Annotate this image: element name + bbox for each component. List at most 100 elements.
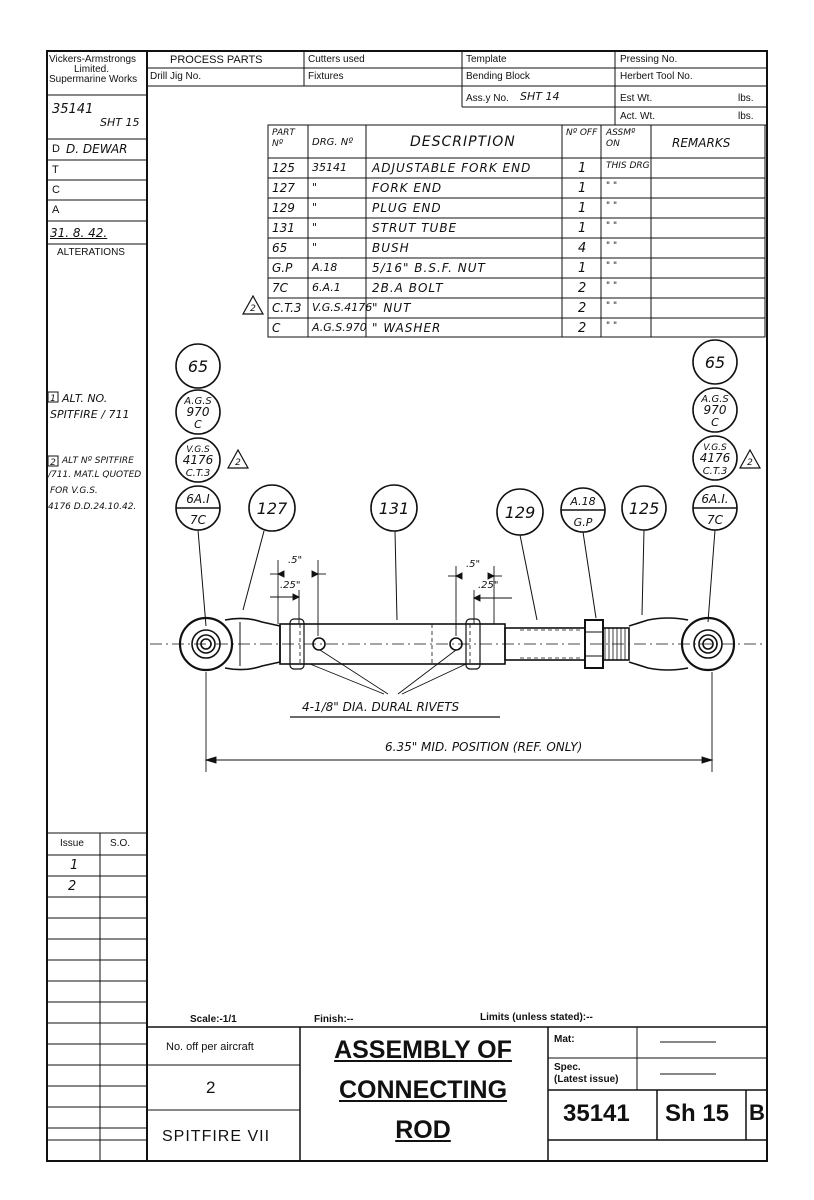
table-cell-part: 125 bbox=[272, 161, 295, 175]
header-act-lbs: lbs. bbox=[738, 111, 754, 122]
company-line-2: Limited. bbox=[74, 64, 110, 75]
signoff-label-d: D bbox=[52, 143, 60, 155]
header-est-wt: Est Wt. bbox=[620, 93, 653, 104]
footer-sheet: Sh 15 bbox=[665, 1100, 730, 1127]
table-cell-desc: PLUG END bbox=[372, 201, 442, 215]
alt-note-1-line-2: SPITFIRE / 711 bbox=[50, 408, 130, 421]
title-line-1: ASSEMBLY OF bbox=[334, 1036, 512, 1064]
balloon-a18-1: A.18 bbox=[569, 495, 595, 508]
table-header-drg: DRG. Nº bbox=[312, 137, 353, 148]
balloon-129: 129 bbox=[505, 503, 536, 522]
table-cell-assm: " " bbox=[606, 261, 618, 271]
table-cell-assm: " " bbox=[606, 301, 618, 311]
overall-length-note: 6.35" MID. POSITION (REF. ONLY) bbox=[385, 740, 583, 754]
issue-header: Issue bbox=[60, 838, 84, 849]
company-line-1: Vickers-Armstrongs bbox=[49, 54, 137, 65]
balloon-right-ags-1: A.G.S bbox=[700, 394, 729, 405]
dim-left-half-inch: .5" bbox=[288, 555, 303, 566]
balloon-left-vgs-2: 4176 bbox=[183, 453, 214, 467]
balloon-131: 131 bbox=[379, 499, 410, 518]
balloon-right-6a-2: 7C bbox=[707, 513, 724, 527]
table-cell-desc: ADJUSTABLE FORK END bbox=[372, 161, 532, 175]
footer-spec-latest: (Latest issue) bbox=[554, 1074, 619, 1085]
dim-right-half-inch: .5" bbox=[466, 559, 481, 570]
balloon-127: 127 bbox=[257, 499, 288, 518]
drawing-ref-sheet: SHT 15 bbox=[100, 116, 140, 129]
table-cell-desc: 5/16" B.S.F. NUT bbox=[372, 261, 486, 275]
table-cell-desc: 2B.A BOLT bbox=[372, 281, 444, 295]
balloon-right-ags-2: 970 bbox=[704, 403, 727, 417]
balloon-125: 125 bbox=[629, 499, 660, 518]
table-cell-off: 4 bbox=[578, 241, 587, 256]
alt-note-2-line-4: 4176 D.D.24.10.42. bbox=[48, 502, 137, 512]
table-cell-part: 65 bbox=[272, 241, 288, 255]
table-cell-part: 7C bbox=[272, 281, 289, 295]
table-cell-drg: " bbox=[312, 241, 318, 254]
header-drill-jig: Drill Jig No. bbox=[150, 71, 202, 82]
balloon-left-65: 65 bbox=[188, 357, 208, 376]
table-cell-assm: " " bbox=[606, 181, 618, 191]
table-cell-off: 1 bbox=[578, 161, 587, 176]
table-cell-desc: " WASHER bbox=[372, 321, 442, 335]
footer-aircraft: SPITFIRE VII bbox=[162, 1128, 271, 1145]
footer-finish: Finish:-- bbox=[314, 1014, 354, 1025]
footer-scale: Scale:-1/1 bbox=[190, 1014, 237, 1025]
title-line-3: ROD bbox=[395, 1116, 451, 1144]
alt-flag-table: 2 bbox=[250, 304, 256, 314]
table-cell-drg: " bbox=[312, 201, 318, 214]
alt-note-2-line-3: FOR V.G.S. bbox=[50, 486, 98, 496]
table-cell-desc: STRUT TUBE bbox=[372, 221, 458, 235]
table-cell-part: 131 bbox=[272, 221, 295, 235]
issue-1: 1 bbox=[70, 858, 79, 873]
so-header: S.O. bbox=[110, 838, 131, 849]
signoff-label-t: T bbox=[52, 164, 59, 176]
table-cell-drg: A.G.S.970 bbox=[312, 321, 367, 334]
balloon-left-ags-2: 970 bbox=[187, 405, 210, 419]
sheet-border bbox=[46, 50, 768, 1162]
footer-spec: Spec. bbox=[554, 1062, 581, 1073]
drawing-date: 31. 8. 42. bbox=[50, 226, 108, 240]
table-cell-assm: " " bbox=[606, 281, 618, 291]
rivets-note: 4-1/8" DIA. DURAL RIVETS bbox=[302, 700, 460, 714]
balloon-right-ags-3: C bbox=[711, 416, 719, 429]
table-cell-off: 1 bbox=[578, 201, 587, 216]
table-cell-part: 127 bbox=[272, 181, 295, 195]
table-cell-off: 1 bbox=[578, 261, 587, 276]
table-cell-assm: " " bbox=[606, 241, 618, 251]
title-line-2: CONNECTING bbox=[338, 1076, 508, 1104]
table-header-desc: DESCRIPTION bbox=[410, 134, 516, 150]
balloon-left-ags-1: A.G.S bbox=[183, 396, 212, 407]
balloon-left-6a-1: 6A.I bbox=[186, 492, 210, 506]
header-act-wt: Act. Wt. bbox=[620, 111, 655, 122]
drawing-ref-number: 35141 bbox=[52, 102, 94, 117]
table-cell-part: G.P bbox=[272, 261, 293, 275]
dim-left-quarter-inch: .25" bbox=[280, 580, 301, 591]
table-cell-off: 1 bbox=[578, 221, 587, 236]
table-header-assm: ASSMº ON bbox=[606, 128, 636, 149]
header-template: Template bbox=[466, 54, 507, 65]
dim-right-quarter-inch: .25" bbox=[478, 580, 499, 591]
signoff-label-a: A bbox=[52, 204, 60, 216]
balloon-right-6a-1: 6A.I. bbox=[701, 492, 728, 506]
balloon-right-65: 65 bbox=[705, 353, 725, 372]
table-cell-part: 129 bbox=[272, 201, 295, 215]
header-assy-value: SHT 14 bbox=[520, 90, 560, 103]
balloon-a18-2: G.P bbox=[574, 516, 593, 529]
footer-drawing-number: 35141 bbox=[563, 1100, 630, 1127]
balloon-left-ags-3: C bbox=[194, 418, 202, 431]
alt-note-1-marker: 1 bbox=[50, 394, 56, 404]
alt-flag-left-balloon: 2 bbox=[235, 458, 241, 468]
table-cell-off: 2 bbox=[578, 321, 587, 336]
table-cell-off: 2 bbox=[578, 281, 587, 296]
alt-note-2-marker: 2 bbox=[50, 458, 56, 468]
balloon-right-vgs-1: V.G.S bbox=[703, 443, 727, 453]
table-cell-drg: A.18 bbox=[312, 261, 338, 274]
table-cell-assm: " " bbox=[606, 201, 618, 211]
table-header-no-off: Nº OFF bbox=[566, 128, 598, 138]
balloon-left-vgs-1: V.G.S bbox=[186, 445, 210, 455]
header-assy-label: Ass.y No. bbox=[466, 93, 509, 104]
table-header-part: PART Nº bbox=[272, 128, 295, 149]
issue-2: 2 bbox=[68, 879, 77, 894]
footer-no-off-value: 2 bbox=[206, 1078, 216, 1097]
table-cell-part: C bbox=[272, 321, 281, 335]
